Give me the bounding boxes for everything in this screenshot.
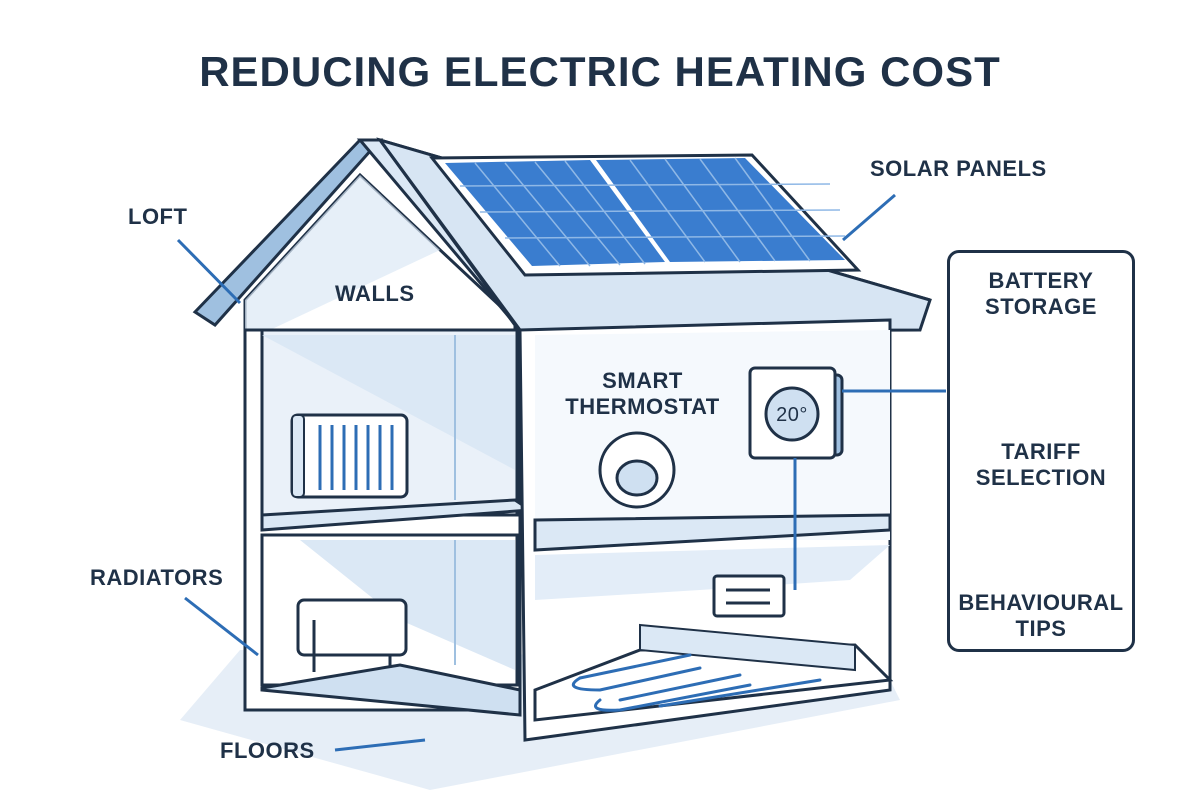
label-line: THERMOSTAT [565,394,720,419]
label-solar-panels: SOLAR PANELS [870,156,1047,181]
label-line: TARIFF [1001,439,1081,464]
thermostat-dial-icon [598,431,676,509]
panel-label-tariff-selection: TARIFF SELECTION [950,439,1132,491]
vent-icon [712,574,786,618]
solar-panel [428,153,862,277]
label-loft: LOFT [128,204,188,229]
page-title: REDUCING ELECTRIC HEATING COST [199,48,1001,95]
radiator-icon [296,598,408,672]
smart-thermostat-icon [748,366,844,460]
label-line: BATTERY [988,268,1094,293]
panel-label-behavioural-tips: BEHAVIOURAL TIPS [950,590,1132,642]
label-floors: FLOORS [220,738,315,763]
radiator-icon [290,413,409,499]
leader-lines [176,193,946,752]
thermostat-display: 20° [776,404,808,426]
label-line: BEHAVIOURAL [958,590,1124,615]
label-line: SMART [602,368,683,393]
label-radiators: RADIATORS [90,565,224,590]
label-line: TIPS [1015,616,1067,641]
side-panel [947,250,1135,652]
label-walls: WALLS [335,281,415,306]
underfloor-heating-icon [571,653,822,712]
label-line: SELECTION [975,465,1107,490]
panel-label-battery-storage: BATTERY STORAGE [950,268,1132,320]
label-smart-thermostat: SMART THERMOSTAT [560,368,725,420]
label-line: STORAGE [985,294,1097,319]
